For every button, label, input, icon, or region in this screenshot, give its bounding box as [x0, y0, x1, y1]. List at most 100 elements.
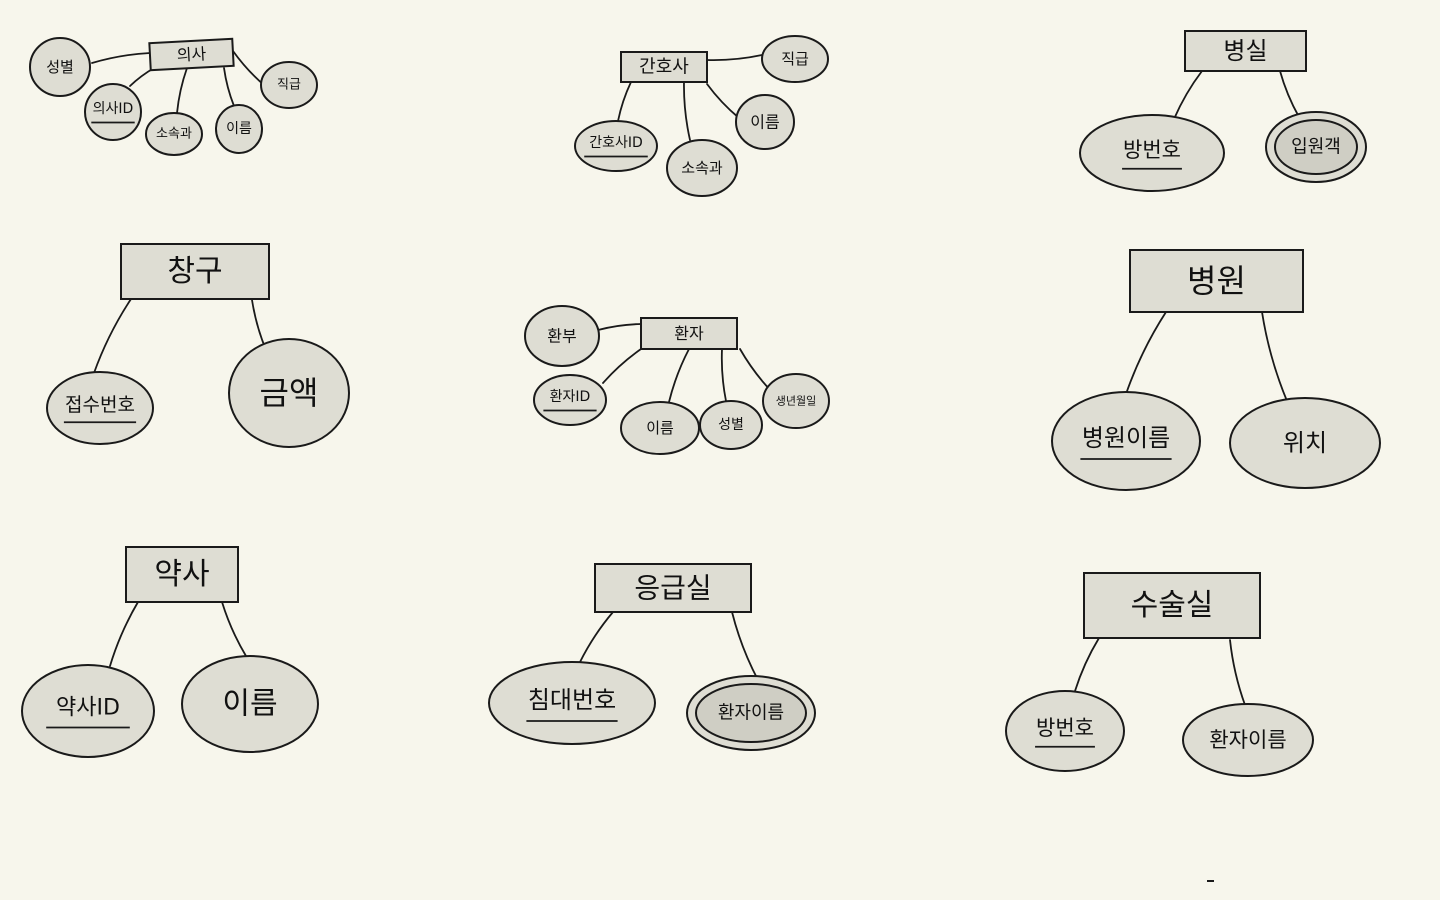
entity-cashier[interactable]: 창구: [120, 243, 270, 300]
entity-label: 병실: [1223, 37, 1267, 65]
attribute-ellipse: [215, 104, 263, 154]
relation-line-nurse-0: [617, 81, 632, 122]
attribute-label: 침대번호: [528, 686, 616, 714]
attribute-label: 방번호: [1036, 716, 1094, 740]
entity-surgery[interactable]: 수술실: [1083, 572, 1261, 639]
attribute-hospital-0[interactable]: 병원이름: [1051, 391, 1201, 491]
relation-line-emergency-1: [731, 611, 759, 681]
attribute-patient-3[interactable]: 성별: [699, 400, 763, 450]
attribute-label: 이름: [750, 113, 779, 132]
attribute-ellipse: [666, 139, 738, 197]
attribute-ward-1[interactable]: 입원객: [1265, 111, 1367, 183]
relation-line-doctor-4: [232, 50, 266, 87]
multivalued-inner-ellipse: [1274, 119, 1358, 175]
attribute-ellipse: [1079, 114, 1225, 192]
attribute-patient-0[interactable]: 환부: [524, 305, 600, 367]
relation-line-patient-0: [597, 323, 642, 331]
entity-doctor[interactable]: 의사: [148, 37, 235, 72]
attribute-pharmacist-1[interactable]: 이름: [181, 655, 319, 753]
attribute-ellipse: [620, 401, 700, 455]
entity-box: [640, 317, 738, 350]
attribute-label: 방번호: [1123, 138, 1181, 162]
attribute-ellipse: [735, 94, 795, 150]
attribute-hospital-1[interactable]: 위치: [1229, 397, 1381, 489]
attribute-surgery-1[interactable]: 환자이름: [1182, 703, 1314, 777]
relation-line-patient-3: [720, 348, 727, 402]
relation-line-pharmacist-1: [221, 601, 247, 657]
attribute-label: 이름: [222, 687, 277, 722]
attribute-label: 이름: [226, 121, 252, 137]
attribute-patient-1[interactable]: 환자ID: [533, 374, 607, 426]
relation-line-hospital-1: [1261, 311, 1288, 402]
entity-label: 창구: [167, 254, 222, 289]
attribute-doctor-2[interactable]: 소속과: [145, 112, 203, 156]
attribute-doctor-1[interactable]: 의사ID: [84, 83, 142, 141]
attribute-ellipse: [524, 305, 600, 367]
attribute-label: 병원이름: [1082, 424, 1170, 452]
attribute-ward-0[interactable]: 방번호: [1079, 114, 1225, 192]
relation-line-cashier-1: [251, 299, 267, 351]
attribute-nurse-2[interactable]: 이름: [735, 94, 795, 150]
attribute-label: 직급: [781, 50, 809, 68]
attribute-patient-2[interactable]: 이름: [620, 401, 700, 455]
attribute-label: 간호사ID: [589, 135, 643, 151]
relation-line-patient-2: [668, 348, 690, 403]
attribute-label: 환자ID: [550, 389, 591, 405]
attribute-nurse-3[interactable]: 직급: [761, 35, 829, 83]
attribute-ellipse: [762, 373, 830, 429]
attribute-doctor-0[interactable]: 성별: [29, 37, 91, 97]
entity-box: [148, 37, 235, 72]
attribute-ellipse: [29, 37, 91, 97]
entity-label: 환자: [674, 324, 704, 343]
attribute-label: 이름: [646, 419, 674, 437]
entity-nurse[interactable]: 간호사: [620, 51, 708, 83]
attribute-nurse-0[interactable]: 간호사ID: [574, 120, 658, 172]
attribute-cashier-0[interactable]: 접수번호: [46, 371, 154, 445]
entity-patient[interactable]: 환자: [640, 317, 738, 350]
attribute-ellipse: [228, 338, 350, 448]
attribute-label: 환자이름: [1209, 728, 1286, 752]
relation-line-patient-1: [602, 348, 642, 384]
attribute-label: 접수번호: [65, 394, 135, 416]
attribute-ellipse: [84, 83, 142, 141]
attribute-doctor-4[interactable]: 직급: [260, 61, 318, 109]
entity-box: [594, 563, 752, 613]
relation-line-ward-1: [1279, 70, 1300, 118]
entity-ward[interactable]: 병실: [1184, 30, 1307, 72]
entity-emergency[interactable]: 응급실: [594, 563, 752, 613]
attribute-patient-4[interactable]: 생년월일: [762, 373, 830, 429]
relation-line-nurse-1: [683, 81, 691, 141]
attribute-emergency-0[interactable]: 침대번호: [488, 661, 656, 745]
entity-label: 약사: [154, 557, 209, 592]
attribute-label: 입원객: [1291, 137, 1341, 158]
attribute-label: 직급: [277, 78, 301, 93]
entity-label: 병원: [1187, 262, 1246, 300]
attribute-nurse-1[interactable]: 소속과: [666, 139, 738, 197]
entity-label: 간호사: [639, 57, 689, 78]
relation-line-surgery-1: [1229, 639, 1246, 706]
entity-pharmacist[interactable]: 약사: [125, 546, 239, 603]
attribute-ellipse: [699, 400, 763, 450]
entity-box: [120, 243, 270, 300]
attribute-surgery-0[interactable]: 방번호: [1005, 690, 1125, 772]
entity-hospital[interactable]: 병원: [1129, 249, 1304, 313]
relation-line-surgery-0: [1074, 637, 1100, 692]
attribute-cashier-1[interactable]: 금액: [228, 338, 350, 448]
multivalued-inner-ellipse: [695, 683, 807, 743]
attribute-doctor-3[interactable]: 이름: [215, 104, 263, 154]
attribute-ellipse: [574, 120, 658, 172]
entity-box: [1083, 572, 1261, 639]
attribute-ellipse: [1182, 703, 1314, 777]
attribute-pharmacist-0[interactable]: 약사ID: [21, 664, 155, 758]
attribute-emergency-1[interactable]: 환자이름: [686, 675, 816, 751]
relation-line-hospital-0: [1125, 311, 1167, 395]
attribute-label: 위치: [1283, 429, 1327, 457]
relation-line-emergency-0: [579, 611, 614, 663]
attribute-label: 환부: [547, 327, 576, 346]
